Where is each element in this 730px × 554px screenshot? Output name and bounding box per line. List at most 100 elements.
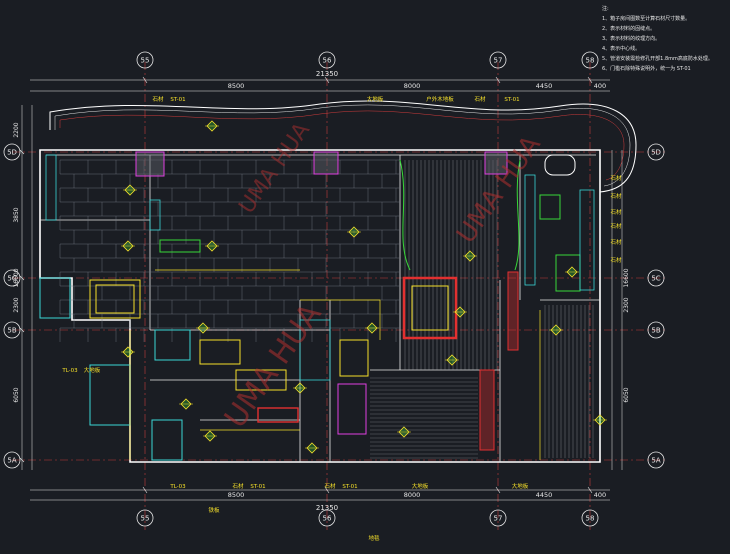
material-label-top: ST-01 bbox=[504, 97, 519, 103]
dimension-top-segment: 400 bbox=[594, 82, 606, 90]
grid-bubble-label: 5D bbox=[7, 149, 17, 157]
dimension-total-bottom: 21350 bbox=[316, 504, 338, 512]
material-label-top: 户外木地板 bbox=[426, 95, 454, 103]
grid-bubble-label: 56 bbox=[323, 57, 332, 65]
dimension-right: 16600 bbox=[623, 268, 630, 287]
grid-bubble bbox=[318, 51, 336, 69]
dimension-left: 2200 bbox=[13, 122, 20, 137]
material-label-bottom-right: 地毯 bbox=[368, 534, 380, 542]
dimension-left: 6050 bbox=[13, 387, 20, 402]
grid-bubble bbox=[581, 509, 599, 527]
grid-bubble-label: 5A bbox=[7, 457, 16, 465]
cabinet-outlines bbox=[45, 154, 595, 381]
dimension-right: 6050 bbox=[623, 387, 630, 402]
grid-bubble-label: 55 bbox=[141, 57, 150, 65]
notes-panel: 注: 1、箱子房间图数至计算石材尺寸数量。 2、表示材料的固缝点。 3、表示材料… bbox=[602, 4, 728, 74]
grid-bubble bbox=[581, 51, 599, 69]
note-item: 1、箱子房间图数至计算石材尺寸数量。 bbox=[602, 16, 691, 22]
note-item: 4、表示中心线。 bbox=[602, 46, 641, 52]
material-label-bottom: 大地板 bbox=[512, 482, 529, 490]
grid-bubble bbox=[3, 451, 21, 469]
grid-bubble-label: 5B bbox=[651, 327, 660, 335]
material-label-top: ST-01 bbox=[170, 97, 185, 103]
grid-bubble-label: 58 bbox=[586, 57, 595, 65]
grid-bubble bbox=[647, 143, 665, 161]
dimension-bottom-segment: 8000 bbox=[404, 491, 421, 499]
dimension-left: 3850 bbox=[13, 207, 20, 222]
notes-title: 注: bbox=[602, 6, 609, 12]
material-label-bottom: 石材 bbox=[324, 482, 336, 490]
level-markers bbox=[121, 120, 607, 454]
material-label-top: 石材 bbox=[474, 95, 486, 103]
grid-bubble bbox=[489, 509, 507, 527]
material-tag-left-label: 大地板 bbox=[84, 366, 101, 374]
dimension-lines bbox=[21, 79, 623, 501]
dimension-bottom-segment: 8500 bbox=[228, 491, 245, 499]
grid-bubble-label: 57 bbox=[494, 57, 503, 65]
dimension-ticks bbox=[19, 76, 593, 494]
material-label-right: 石材 bbox=[610, 174, 622, 182]
grid-bubble-label: 5C bbox=[7, 275, 16, 283]
note-item: 2、表示材料的固缝点。 bbox=[602, 26, 656, 32]
watermark-text: UMA HUA bbox=[218, 297, 329, 435]
grid-bubble bbox=[489, 51, 507, 69]
grid-bubble-label: 5B bbox=[7, 327, 16, 335]
grid-bubble bbox=[647, 451, 665, 469]
grid-bubble bbox=[136, 51, 154, 69]
material-label-top: 石材 bbox=[152, 95, 164, 103]
dimension-top-segment: 4450 bbox=[536, 82, 553, 90]
grid-bubble-label: 5A bbox=[651, 457, 660, 465]
grid-bubble-label: 56 bbox=[323, 515, 332, 523]
dimension-bottom-segment: 400 bbox=[594, 491, 606, 499]
grid-bubble-label: 55 bbox=[141, 515, 150, 523]
material-tag-left: TL-03 bbox=[61, 368, 78, 374]
material-label-right: 石材 bbox=[610, 238, 622, 246]
grid-bubble bbox=[3, 143, 21, 161]
wood-floor-pattern bbox=[404, 160, 498, 370]
material-label-bottom: ST-01 bbox=[250, 484, 265, 490]
stone-tile-pattern bbox=[59, 159, 400, 342]
material-label-bottom: 石材 bbox=[232, 482, 244, 490]
dimension-top-segment: 8000 bbox=[404, 82, 421, 90]
grid-bubble-label: 5C bbox=[651, 275, 660, 283]
material-label-bottom: 大地板 bbox=[412, 482, 429, 490]
material-label-right: 石材 bbox=[610, 192, 622, 200]
corridor-floor-pattern bbox=[370, 377, 478, 459]
dimension-texts: 21350 21350 8500 8000 4450 400 8500 8000 4450 400… bbox=[13, 70, 630, 512]
yellow-line-details bbox=[129, 269, 541, 460]
grid-bubbles: 55 55 56 56 57 57 58 58 5D 5D 5C 5C 5B 5B 5A 5A bbox=[3, 51, 665, 527]
note-item: 5、管道安装需检修孔开部1.8mm高底防水处理。 bbox=[602, 56, 713, 62]
grid-bubble bbox=[647, 321, 665, 339]
watermark-text-3: UMA HUA bbox=[234, 118, 315, 218]
dimension-bottom-segment: 4450 bbox=[536, 491, 553, 499]
grid-bubble bbox=[318, 509, 336, 527]
dimension-left: 16600 bbox=[13, 268, 20, 287]
grid-bubble-label: 58 bbox=[586, 515, 595, 523]
grid-axis-lines bbox=[12, 62, 665, 530]
material-label-right: 石材 bbox=[610, 222, 622, 230]
grid-bubble bbox=[647, 269, 665, 287]
grid-bubble bbox=[3, 269, 21, 287]
material-label-right: 石材 bbox=[610, 256, 622, 264]
dimension-top-segment: 8500 bbox=[228, 82, 245, 90]
grid-bubble-label: 5D bbox=[651, 149, 661, 157]
dimension-left: 2300 bbox=[13, 297, 20, 312]
wood-floor-pattern-secondary bbox=[544, 305, 594, 458]
grid-bubble-label: 57 bbox=[494, 515, 503, 523]
material-label-top: 大地板 bbox=[367, 95, 384, 103]
grid-bubble bbox=[3, 321, 21, 339]
note-item: 6、门槛石除特殊说明外，统一为 ST-01 bbox=[602, 66, 691, 72]
watermark-text-2: UMA HUA bbox=[451, 130, 547, 249]
dimension-total-top: 21350 bbox=[316, 70, 338, 78]
material-label-bottom: ST-01 bbox=[342, 484, 357, 490]
note-item: 3、表示材料的纹理方向。 bbox=[602, 36, 661, 42]
material-label-bottom-center: 铁板 bbox=[208, 506, 220, 514]
grid-bubble bbox=[136, 509, 154, 527]
material-label-right: 石材 bbox=[610, 208, 622, 216]
material-label-bottom: TL-03 bbox=[169, 484, 186, 490]
dimension-right: 2300 bbox=[623, 297, 630, 312]
balcony-deck bbox=[49, 100, 637, 193]
